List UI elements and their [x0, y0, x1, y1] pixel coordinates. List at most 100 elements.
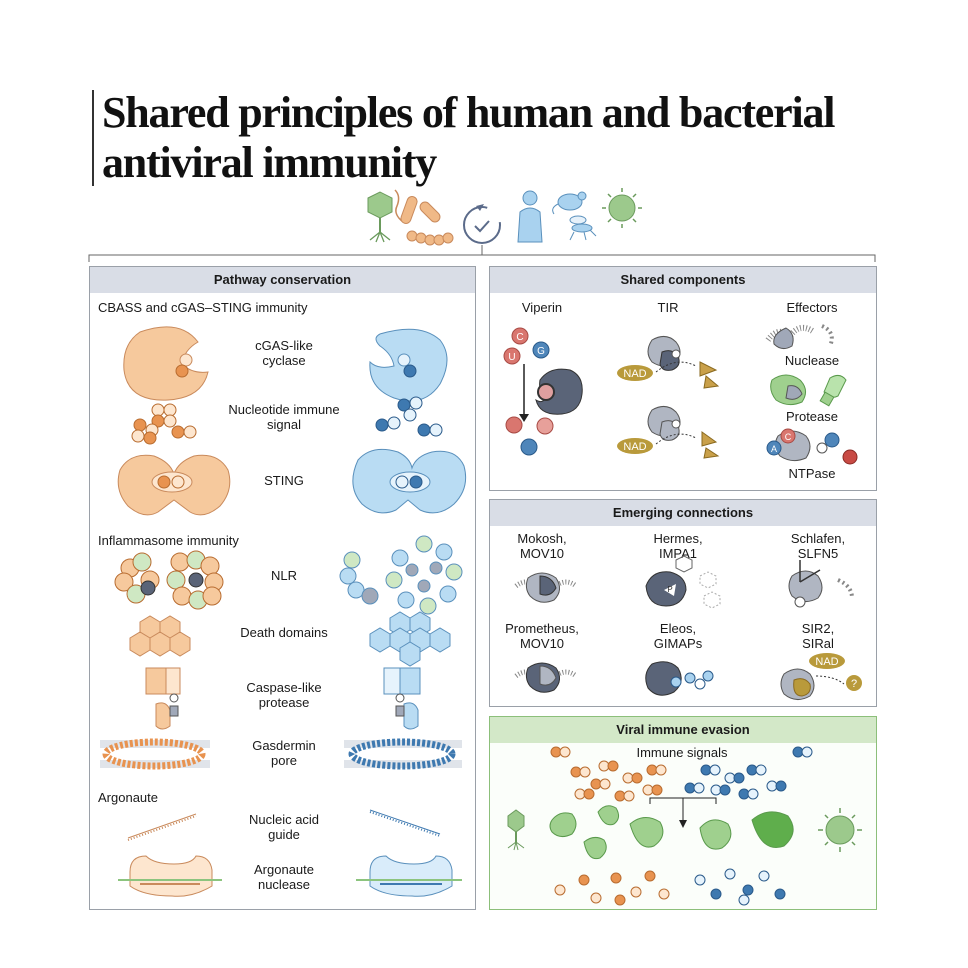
- caspase-label-line-2: protease: [258, 695, 310, 710]
- nucleotide-signal-label: Nucleotide immune signal: [204, 402, 364, 432]
- panel-header: Viral immune evasion: [490, 717, 876, 743]
- nuclease-icon: [765, 324, 834, 350]
- schlafen-line-1: Schlafen,: [790, 531, 846, 546]
- mouse-icon: [552, 191, 587, 215]
- evasion-phage-icon: [507, 809, 525, 851]
- schlafen-icon: [788, 560, 854, 608]
- sting-label: STING: [264, 473, 304, 488]
- bacteria-icon: [394, 189, 454, 246]
- caspase-label: Caspase-like protease: [214, 680, 354, 710]
- bacterial-gasdermin-pore-icon: [100, 738, 210, 770]
- human-nlr-icon: [339, 535, 463, 615]
- caspase-label-line-1: Caspase-like: [246, 680, 322, 695]
- phage-icon: [367, 191, 393, 243]
- human-nucleotide-signal-icon: [375, 396, 443, 437]
- eleos-icon: [645, 661, 714, 696]
- cgas-label-line-1: cGAS-like: [255, 338, 313, 353]
- bacterial-signals-cluster: [550, 746, 667, 802]
- nis-label-line-2: signal: [267, 417, 301, 432]
- nlr-label: NLR: [270, 568, 297, 583]
- connector-bracket: [88, 245, 876, 262]
- panel-header: Emerging connections: [490, 500, 876, 526]
- gasdermin-label-line-2: pore: [270, 753, 298, 768]
- nucleic-acid-guide-label: Nucleic acid guide: [214, 812, 354, 842]
- a-letter: A: [771, 444, 777, 454]
- prometheus-icon: [514, 662, 578, 693]
- bacterial-nucleotide-signal-icon: [131, 403, 197, 445]
- gasdermin-label-line-1: Gasdermin: [252, 738, 316, 753]
- guide-label-line-2: guide: [268, 827, 300, 842]
- mokosh-label: Mokosh, MOV10: [492, 531, 592, 561]
- title-line-1: Shared principles of human and bacterial: [102, 88, 835, 137]
- nad-label-1: NAD: [623, 368, 646, 380]
- nad-label-sir2: NAD: [815, 656, 838, 668]
- tir-label: TIR: [657, 300, 679, 315]
- split-arrow: [649, 797, 717, 822]
- bacterial-nlr-icon: [114, 550, 224, 610]
- argonaute-nuclease-label: Argonaute nuclease: [214, 862, 354, 892]
- virus-icon: [602, 188, 642, 228]
- bacterial-argonaute-icon: [118, 855, 222, 897]
- eleos-line-1: Eleos,: [659, 621, 697, 636]
- prometheus-line-1: Prometheus,: [505, 621, 579, 636]
- argonaute-heading: Argonaute: [98, 790, 158, 805]
- human-gasdermin-pore-icon: [344, 738, 462, 770]
- ago-label-line-1: Argonaute: [254, 862, 314, 877]
- death-domains-label: Death domains: [240, 625, 328, 640]
- human-death-domain-icon: [369, 611, 451, 667]
- mokosh-line-1: Mokosh,: [517, 531, 567, 546]
- human-caspase-icon: [383, 667, 421, 730]
- nuclease-label: Nuclease: [784, 353, 840, 368]
- human-cgas-icon: [369, 328, 448, 402]
- viperin-icon: [503, 327, 583, 456]
- u-letter: U: [508, 352, 515, 363]
- panel-header: Shared components: [490, 267, 876, 293]
- prometheus-label: Prometheus, MOV10: [488, 621, 596, 651]
- gasdermin-label: Gasdermin pore: [214, 738, 354, 768]
- nis-label-line-1: Nucleotide immune: [228, 402, 340, 417]
- p-letter: P: [667, 585, 672, 594]
- cbass-heading: CBASS and cGAS–STING immunity: [98, 300, 308, 315]
- effectors-label: Effectors: [786, 300, 838, 315]
- guide-label-line-1: Nucleic acid: [248, 812, 320, 827]
- viperin-label: Viperin: [521, 300, 563, 315]
- schlafen-line-2: SLFN5: [797, 546, 839, 561]
- bacterial-caspase-icon: [145, 667, 181, 730]
- inflammasome-heading: Inflammasome immunity: [98, 533, 239, 548]
- schlafen-label: Schlafen, SLFN5: [768, 531, 868, 561]
- evolution-cycle-icon: [463, 204, 501, 244]
- cgas-label: cGAS-like cyclase: [214, 338, 354, 368]
- human-argonaute-icon: [356, 855, 462, 897]
- human-guide-icon: [369, 809, 441, 837]
- human-icon: [517, 190, 543, 243]
- panel-header: Pathway conservation: [90, 267, 475, 293]
- mokosh-line-2: MOV10: [519, 546, 565, 561]
- protease-icon: [770, 374, 847, 407]
- bacterial-sting-icon: [117, 454, 231, 516]
- c-letter: C: [516, 332, 523, 343]
- ago-label-line-2: nuclease: [257, 877, 311, 892]
- fly-icon: [569, 215, 597, 241]
- evasion-viral-proteins-left: [549, 805, 664, 860]
- degraded-bacterial-signals: [554, 870, 670, 906]
- prometheus-line-2: MOV10: [519, 636, 565, 651]
- nad-label-2: NAD: [623, 441, 646, 453]
- eleos-line-2: GIMAPs: [653, 636, 703, 651]
- sir2-icon: [780, 653, 862, 700]
- sir2-label: SIR2, SIRal: [768, 621, 868, 651]
- immune-signals-label: Immune signals: [636, 745, 728, 760]
- g-letter: G: [537, 346, 545, 357]
- sir2-line-2: SIRal: [802, 636, 834, 651]
- hermes-line-1: Hermes,: [653, 531, 703, 546]
- page-title: Shared principles of human and bacterial…: [102, 88, 922, 188]
- title-accent-bar: [92, 90, 94, 186]
- mokosh-icon: [514, 572, 578, 603]
- hermes-icon: [645, 555, 721, 609]
- cgas-label-line-2: cyclase: [262, 353, 306, 368]
- title-line-2: antiviral immunity: [102, 138, 437, 187]
- bacterial-death-domain-icon: [129, 615, 191, 657]
- tir-icon-bottom: [617, 406, 720, 459]
